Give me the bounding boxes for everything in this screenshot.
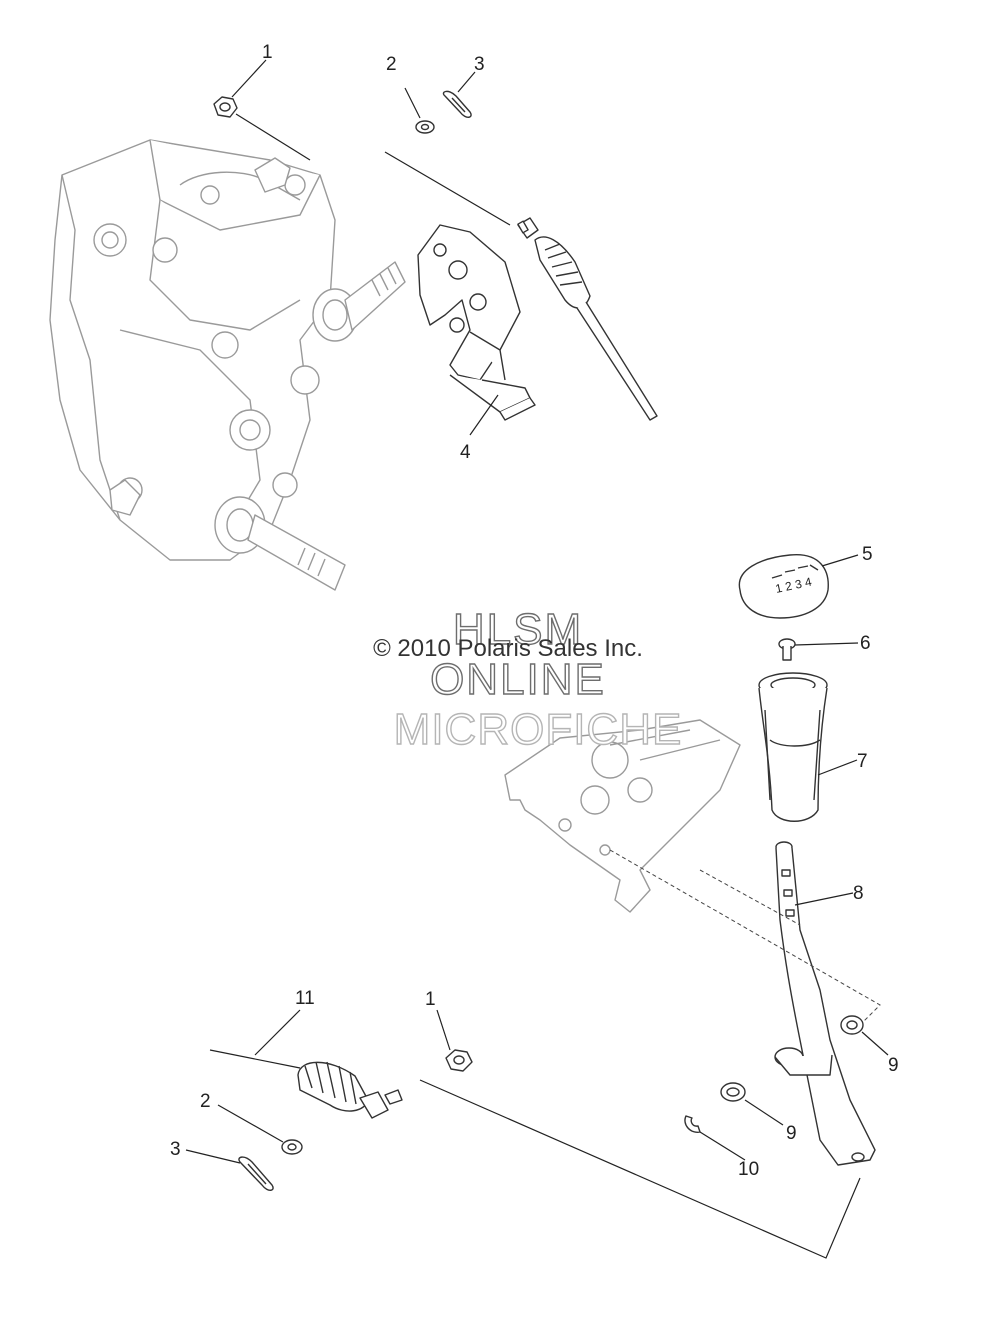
callout-8: 8	[853, 883, 864, 904]
nut-part-1-bottom	[445, 1049, 473, 1072]
callout-9-lower: 9	[786, 1123, 797, 1144]
transmission-assembly	[49, 139, 406, 591]
callout-7: 7	[857, 751, 868, 772]
callout-11: 11	[295, 988, 315, 1009]
callout-2-bottom: 2	[200, 1091, 211, 1112]
leader-9-lower	[744, 1099, 784, 1126]
washer-part-2-top	[415, 120, 435, 134]
callout-1-bottom: 1	[425, 989, 436, 1010]
leader-3-top	[457, 71, 476, 93]
leader-4	[469, 394, 499, 436]
leader-8	[794, 892, 854, 906]
clip-part-3-bottom	[238, 1156, 274, 1191]
assembly-bracket-line	[419, 1079, 861, 1259]
leader-11	[254, 1009, 301, 1056]
watermark-line-1: HLSM	[453, 605, 583, 654]
leader-2-bottom	[217, 1104, 284, 1143]
watermark-line-2: ONLINE	[430, 655, 606, 704]
bushing-part-9-upper	[840, 1015, 864, 1035]
copyright-text: © 2010 Polaris Sales Inc.	[373, 635, 643, 662]
knob-cap-part-5: 1 2 3 4	[738, 554, 829, 619]
shift-cable-lower	[209, 1049, 403, 1119]
clip-part-3-top	[442, 90, 472, 118]
callout-2-top: 2	[386, 54, 397, 75]
shift-handle-part-7	[758, 672, 828, 822]
callout-10: 10	[738, 1159, 759, 1180]
leader-7	[817, 759, 858, 776]
screw-part-6	[778, 638, 796, 661]
watermark-line-3: MICROFICHE	[394, 705, 683, 754]
leader-10	[699, 1131, 746, 1161]
bushing-part-9-lower	[720, 1082, 746, 1102]
bracket-part-4	[417, 224, 536, 421]
leader-9-upper	[861, 1031, 889, 1056]
callout-3-bottom: 3	[170, 1139, 181, 1160]
callout-5: 5	[862, 544, 873, 565]
leader-2-top	[404, 87, 421, 119]
leader-1-top	[231, 59, 267, 98]
callout-3-top: 3	[474, 54, 485, 75]
shifter-bracket-lower	[504, 719, 741, 913]
leader-1-top-to-trans	[235, 113, 311, 161]
callout-1-top: 1	[262, 42, 273, 63]
shift-lever-part-8	[774, 841, 876, 1166]
callout-6: 6	[860, 633, 871, 654]
leader-1-bottom	[436, 1009, 451, 1051]
shift-cable-upper	[384, 151, 658, 421]
leader-5	[821, 554, 859, 567]
leader-3-bottom	[185, 1149, 241, 1164]
callout-9-upper: 9	[888, 1055, 899, 1076]
eclip-part-10	[684, 1115, 701, 1133]
washer-part-2-bottom	[281, 1139, 303, 1155]
callout-4: 4	[460, 442, 471, 463]
nut-part-1-top	[213, 96, 238, 118]
leader-6	[794, 642, 859, 646]
dashed-assembly-line-2	[699, 869, 801, 926]
dashed-assembly-line	[609, 849, 881, 1026]
